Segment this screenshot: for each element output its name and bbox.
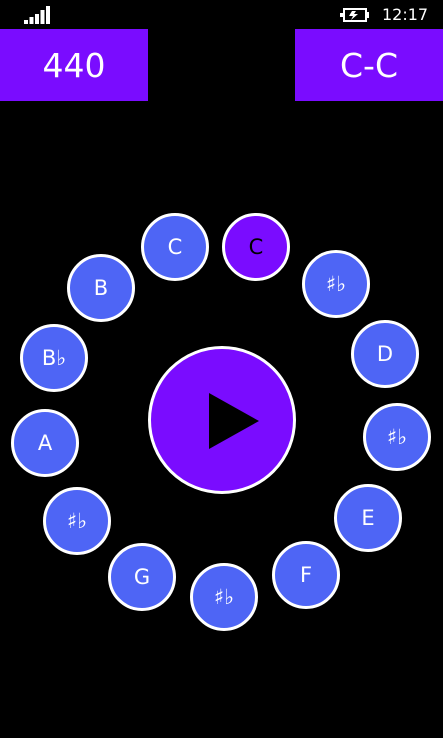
clock: 12:17 (382, 5, 429, 24)
note-d-sharp-e-flat[interactable]: ♯♭ (363, 403, 431, 471)
note-c-selected[interactable]: C (222, 213, 290, 281)
tuning-selector-box[interactable]: C-C (295, 29, 443, 101)
battery-charging-icon (340, 8, 369, 22)
note-b-flat[interactable]: B♭ (20, 324, 88, 392)
note-g-sharp-a-flat[interactable]: ♯♭ (43, 487, 111, 555)
note-e[interactable]: E (334, 484, 402, 552)
note-f[interactable]: F (272, 541, 340, 609)
reference-frequency-box[interactable]: 440 (0, 29, 148, 101)
note-c[interactable]: C (141, 213, 209, 281)
play-button[interactable] (148, 346, 296, 494)
note-b[interactable]: B (67, 254, 135, 322)
note-c-sharp-d-flat[interactable]: ♯♭ (302, 250, 370, 318)
note-a[interactable]: A (11, 409, 79, 477)
signal-bars-icon (24, 6, 50, 24)
note-g[interactable]: G (108, 543, 176, 611)
play-icon (209, 393, 259, 449)
status-bar: 12:17 (0, 0, 443, 30)
note-f-sharp-g-flat[interactable]: ♯♭ (190, 563, 258, 631)
note-d[interactable]: D (351, 320, 419, 388)
